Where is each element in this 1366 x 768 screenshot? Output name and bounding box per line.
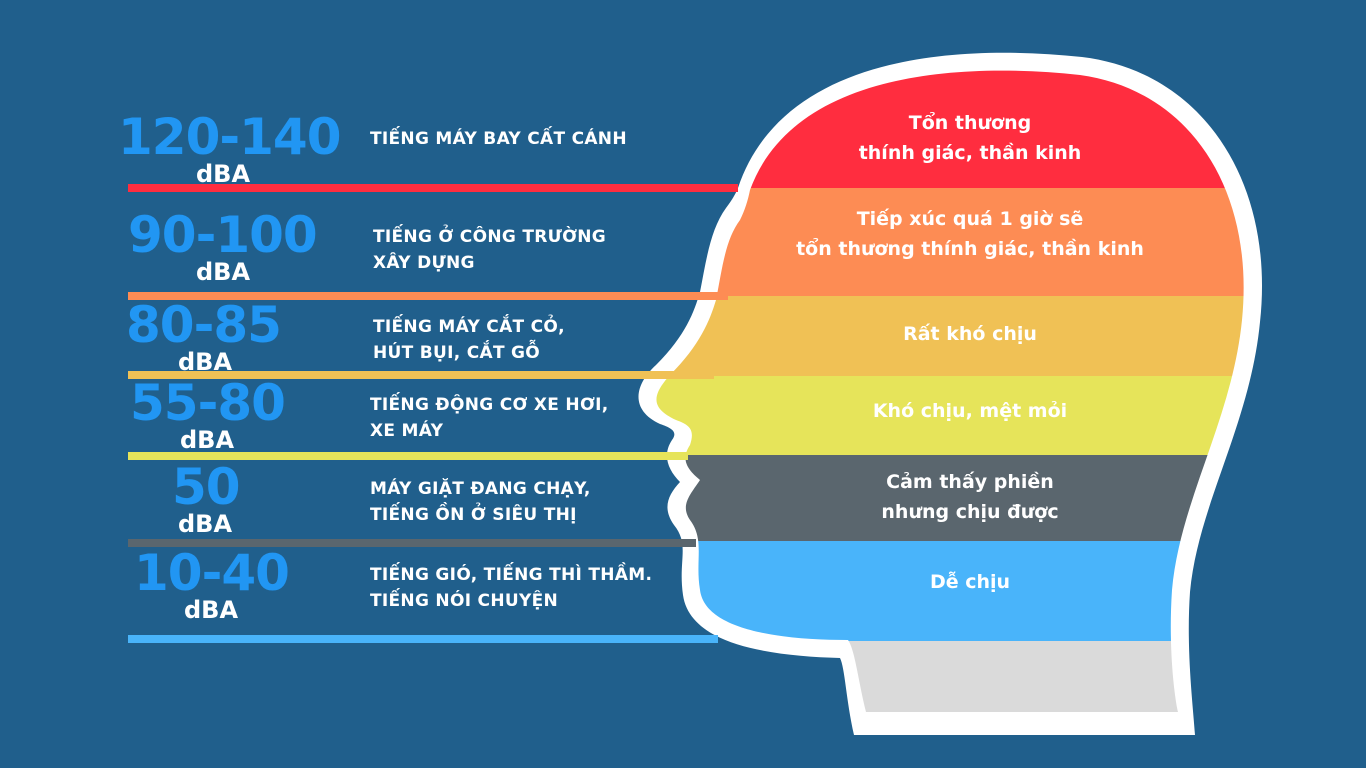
level-divider-line: [128, 184, 738, 192]
level-range: 80-85: [126, 296, 282, 354]
level-description-line1: TIẾNG ĐỘNG CƠ XE HƠI,: [370, 395, 609, 415]
level-divider-line: [128, 371, 714, 379]
head-band-4: [656, 455, 1244, 541]
level-unit: dBA: [178, 348, 233, 376]
zone-label-line1: Cảm thấy phiền: [886, 471, 1054, 493]
head-band-3: [656, 376, 1244, 455]
level-description-line1: MÁY GIẶT ĐANG CHẠY,: [370, 479, 591, 499]
zone-label-line1: Rất khó chịu: [903, 323, 1037, 345]
level-description-line2: TIẾNG ỒN Ở SIÊU THỊ: [370, 505, 577, 525]
level-description-line2: XÂY DỰNG: [373, 253, 475, 273]
level-range: 120-140: [118, 108, 341, 166]
level-divider-line: [128, 539, 696, 547]
zone-label-line1: Tiếp xúc quá 1 giờ sẽ: [856, 208, 1084, 230]
zone-label-line2: nhưng chịu được: [881, 501, 1059, 523]
level-range: 90-100: [128, 206, 318, 264]
level-unit: dBA: [178, 510, 233, 538]
level-range: 55-80: [130, 374, 286, 432]
level-description-line1: TIẾNG MÁY BAY CẤT CÁNH: [370, 129, 627, 149]
zone-label-line1: Dễ chịu: [929, 571, 1011, 593]
level-unit: dBA: [180, 426, 235, 454]
level-divider-line: [128, 452, 688, 460]
level-description-line2: TIẾNG NÓI CHUYỆN: [370, 591, 559, 611]
zone-label-line1: Tổn thương: [908, 112, 1032, 134]
level-divider-line: [128, 292, 728, 300]
zone-label-line2: thính giác, thần kinh: [858, 142, 1082, 164]
level-description-line1: TIẾNG Ở CÔNG TRƯỜNG: [373, 227, 607, 247]
head-band-1: [656, 188, 1244, 296]
level-description-line2: XE MÁY: [370, 421, 444, 441]
level-unit: dBA: [196, 258, 251, 286]
level-divider-line: [128, 635, 718, 643]
level-unit: dBA: [196, 160, 251, 188]
head-band-5: [656, 541, 1244, 641]
level-range: 50: [172, 458, 241, 516]
level-description-line1: TIẾNG MÁY CẮT CỎ,: [373, 317, 565, 337]
level-range: 10-40: [134, 544, 290, 602]
level-description-line2: HÚT BỤI, CẮT GỖ: [373, 343, 541, 363]
level-description-line1: TIẾNG GIÓ, TIẾNG THÌ THẦM.: [370, 565, 653, 585]
level-unit: dBA: [184, 596, 239, 624]
head-band-2: [656, 296, 1244, 376]
zone-label-line1: Khó chịu, mệt mỏi: [872, 400, 1068, 422]
zone-label-line2: tổn thương thính giác, thần kinh: [796, 238, 1144, 260]
